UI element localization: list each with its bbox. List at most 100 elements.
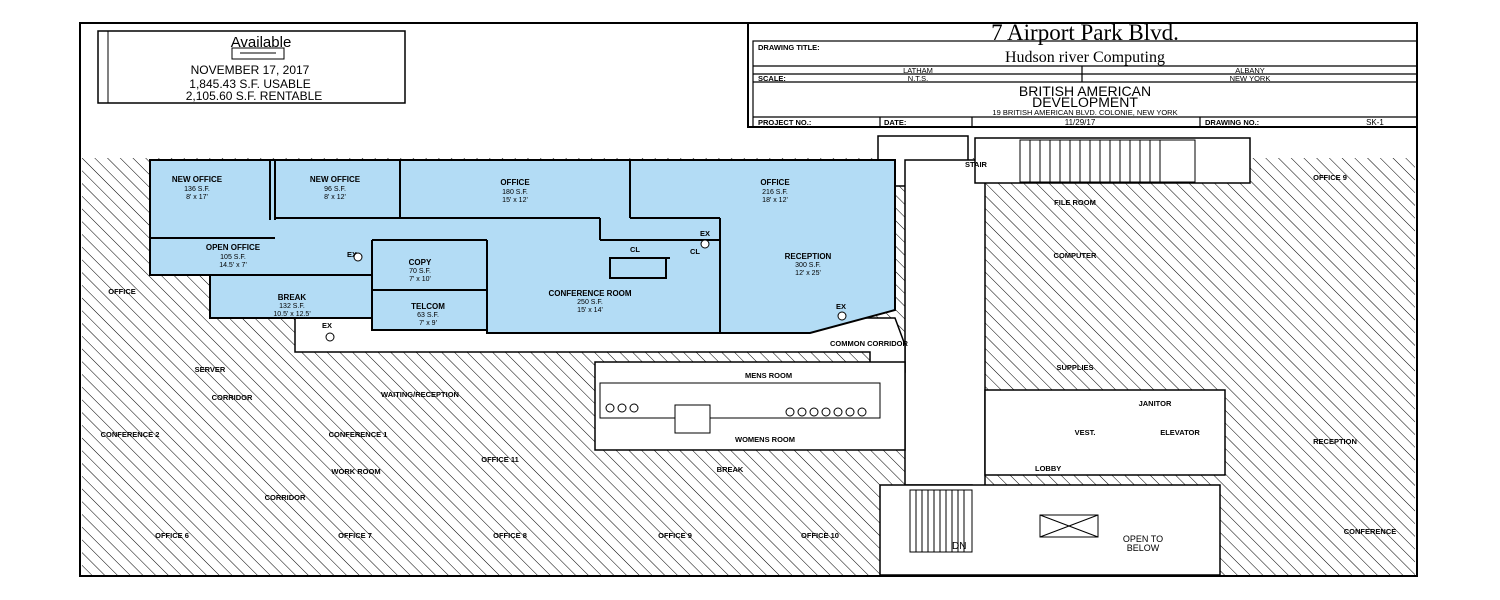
label-office-10: OFFICE 10 [801,531,839,540]
availability-usable: 1,845.43 S.F. USABLE [189,77,310,91]
svg-text:OFFICE: OFFICE [500,178,530,187]
room-open-office: OPEN OFFICE 105 S.F. 14.5' x 7' [206,243,261,269]
svg-text:8' x 12': 8' x 12' [324,194,346,201]
svg-text:10.5' x 12.5': 10.5' x 12.5' [273,311,310,318]
svg-text:12' x 25': 12' x 25' [795,270,821,277]
room-office-180: OFFICE 180 S.F. 15' x 12' [500,178,530,204]
firm-address: 19 BRITISH AMERICAN BLVD. COLONIE, NEW Y… [992,108,1177,117]
label-server: SERVER [195,365,226,374]
label-dn: DN [952,541,966,552]
drawing-title: Hudson river Computing [1005,49,1165,66]
label-common-corridor: COMMON CORRIDOR [830,339,908,348]
svg-text:136 S.F.: 136 S.F. [184,186,210,193]
date-value: 11/29/17 [1065,118,1096,127]
room-telcom: TELCOM 63 S.F. 7' x 9' [411,302,445,327]
svg-text:132 S.F.: 132 S.F. [279,303,305,310]
label-cl-1: CL [630,245,640,254]
label-office-6: OFFICE 6 [155,531,189,540]
label-corridor-2: CORRIDOR [265,493,306,502]
svg-text:216 S.F.: 216 S.F. [762,189,788,196]
room-reception: RECEPTION 300 S.F. 12' x 25' [785,252,832,277]
svg-text:18' x 12': 18' x 12' [762,197,788,204]
title-block-text: 7 Airport Park Blvd. DRAWING TITLE: Huds… [758,20,1384,127]
label-cl-2: CL [690,247,700,256]
svg-text:250 S.F.: 250 S.F. [577,299,603,306]
svg-text:300 S.F.: 300 S.F. [795,262,821,269]
svg-text:15' x 12': 15' x 12' [502,197,528,204]
label-computer: COMPUTER [1054,251,1098,260]
svg-text:63 S.F.: 63 S.F. [417,312,439,319]
svg-text:180 S.F.: 180 S.F. [502,189,528,196]
location-albany: ALBANY [1235,66,1265,75]
label-ex-1: EX [700,229,710,238]
label-office-left: OFFICE [108,287,136,296]
label-ex-2: EX [347,250,357,259]
svg-text:COPY: COPY [409,258,432,267]
firm-line-2: DEVELOPMENT [1032,94,1138,110]
label-office-7: OFFICE 7 [338,531,372,540]
svg-text:8' x 17': 8' x 17' [186,194,208,201]
svg-text:OFFICE: OFFICE [760,178,790,187]
label-open-to-2: BELOW [1127,543,1160,553]
availability-box: Available NOVEMBER 17, 2017 1,845.43 S.F… [97,30,406,104]
plan-labels: CL CL EX EX EX EX STAIR COMMON CORRIDOR … [101,160,1397,553]
room-conference: CONFERENCE ROOM 250 S.F. 15' x 14' [548,289,631,314]
label-office-8: OFFICE 8 [493,531,527,540]
availability-rentable: 2,105.60 S.F. RENTABLE [186,89,323,103]
title-block [747,22,1418,128]
availability-heading: Available [231,34,292,51]
label-corridor-1: CORRIDOR [212,393,253,402]
label-supplies: SUPPLIES [1056,363,1093,372]
stair-bottom [909,489,1099,553]
label-reception-r: RECEPTION [1313,437,1357,446]
label-conference-2: CONFERENCE 2 [101,430,160,439]
svg-text:RECEPTION: RECEPTION [785,252,832,261]
room-break: BREAK 132 S.F. 10.5' x 12.5' [273,293,310,318]
firm-line-1: BRITISH AMERICAN [1019,83,1151,99]
extinguisher-icons [325,239,847,342]
drawing-title-label: DRAWING TITLE: [758,43,820,52]
label-conference-r: CONFERENCE [1344,527,1397,536]
scale-label: SCALE: [758,74,786,83]
label-elevator: ELEVATOR [1160,428,1200,437]
label-office-9: OFFICE 9 [1313,173,1347,182]
svg-text:OPEN OFFICE: OPEN OFFICE [206,243,261,252]
stair-top [1019,139,1196,183]
label-ex-3: EX [322,321,332,330]
location-latham: LATHAM [903,66,933,75]
state-value: NEW YORK [1230,74,1271,83]
label-vest: VEST. [1075,428,1096,437]
project-label: PROJECT NO.: [758,118,811,127]
label-office-11: OFFICE 11 [481,455,519,464]
label-break-2: BREAK [717,465,744,474]
label-open-to-1: OPEN TO [1123,534,1163,544]
drawing-no-value: SK-1 [1366,118,1384,127]
label-mens-room: MENS ROOM [745,371,792,380]
scale-value: N.T.S. [908,74,928,83]
suite-room-labels: NEW OFFICE 136 S.F. 8' x 17' NEW OFFICE … [172,175,832,327]
label-ex-4: EX [836,302,846,311]
label-womens-room: WOMENS ROOM [735,435,795,444]
availability-date: NOVEMBER 17, 2017 [191,63,310,77]
svg-text:7' x 10': 7' x 10' [409,276,431,283]
label-work-room: WORK ROOM [331,467,380,476]
svg-text:CONFERENCE ROOM: CONFERENCE ROOM [548,289,631,298]
svg-text:105 S.F.: 105 S.F. [220,254,246,261]
label-lobby: LOBBY [1035,464,1061,473]
room-new-office-2: NEW OFFICE 96 S.F. 8' x 12' [310,175,361,201]
label-conference-1: CONFERENCE 1 [329,430,388,439]
svg-text:TELCOM: TELCOM [411,302,445,311]
date-label: DATE: [884,118,906,127]
svg-text:NEW OFFICE: NEW OFFICE [172,175,223,184]
suite-walls [150,160,721,333]
room-copy: COPY 70 S.F. 7' x 10' [409,258,432,283]
svg-text:NEW OFFICE: NEW OFFICE [310,175,361,184]
drawing-no-label: DRAWING NO.: [1205,118,1259,127]
label-waiting-reception: WAITING/RECEPTION [381,390,459,399]
restroom-fixtures [599,382,881,434]
label-stair: STAIR [965,160,988,169]
label-office-9b: OFFICE 9 [658,531,692,540]
building-address: 7 Airport Park Blvd. [991,20,1179,45]
svg-text:70 S.F.: 70 S.F. [409,268,431,275]
